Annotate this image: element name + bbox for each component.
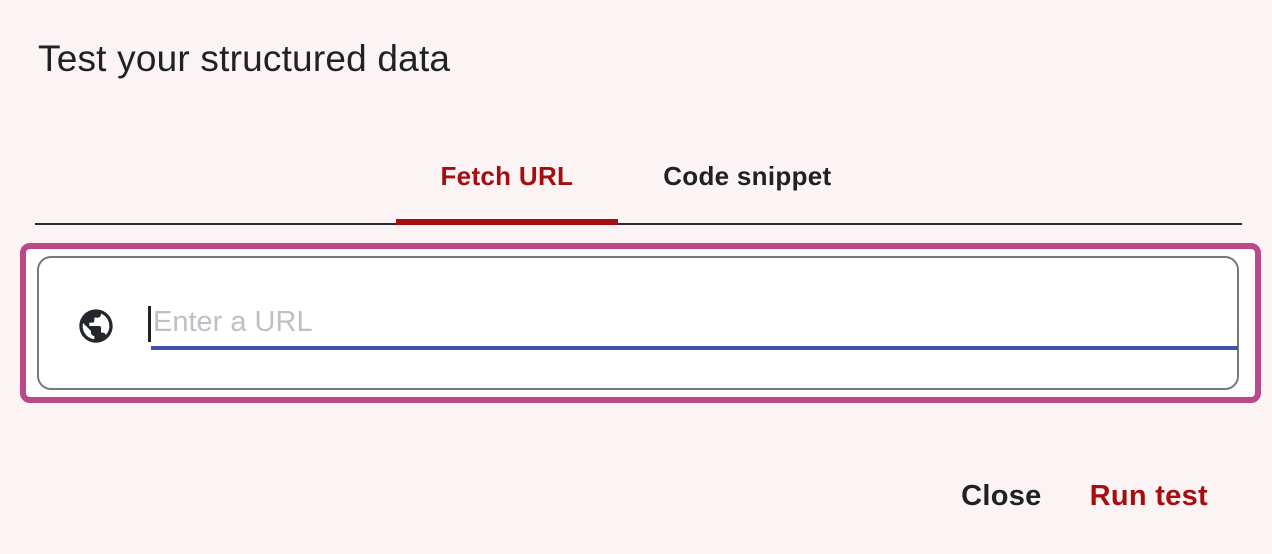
page-title: Test your structured data: [38, 38, 451, 79]
url-input[interactable]: [151, 300, 1238, 344]
run-test-button[interactable]: Run test: [1088, 476, 1210, 517]
tab-code-snippet-label: Code snippet: [663, 161, 832, 191]
close-button[interactable]: Close: [959, 476, 1043, 517]
text-cursor: [148, 306, 151, 342]
globe-icon: [76, 306, 116, 346]
dialog-actions: Close Run test: [959, 476, 1210, 517]
tab-bar-divider: [35, 223, 1242, 225]
tab-code-snippet[interactable]: Code snippet: [618, 140, 876, 225]
tab-bar: Fetch URL Code snippet: [0, 140, 1272, 225]
tab-fetch-url-label: Fetch URL: [440, 161, 574, 191]
url-input-underline: [151, 300, 1238, 350]
tab-fetch-url[interactable]: Fetch URL: [395, 140, 619, 225]
